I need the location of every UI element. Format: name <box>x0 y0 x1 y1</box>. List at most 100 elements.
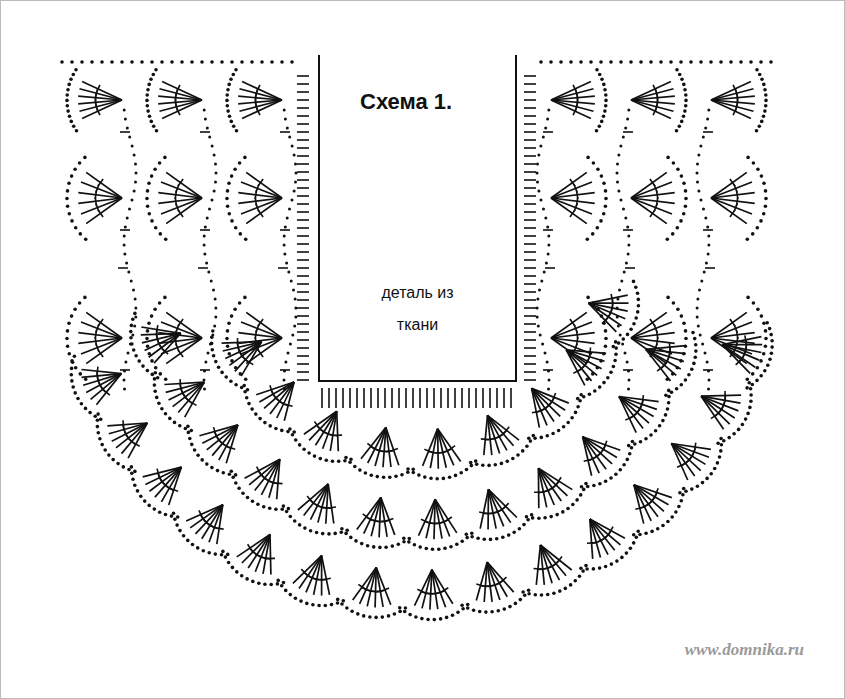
double-crochet <box>246 172 282 198</box>
single-crochet <box>433 388 435 408</box>
double-crochet <box>540 545 544 585</box>
single-crochet <box>623 131 633 133</box>
chain-dot <box>226 553 230 557</box>
chain-dot <box>727 436 731 440</box>
chain-dot <box>770 352 774 356</box>
chain-dot <box>225 197 229 201</box>
chain-dot <box>213 190 216 193</box>
single-crochet <box>524 83 536 85</box>
stitch-bar <box>481 438 490 440</box>
chain-dot <box>289 515 293 519</box>
single-crochet <box>524 355 536 357</box>
chain-dot <box>420 617 424 621</box>
single-crochet <box>524 163 536 165</box>
single-crochet <box>705 267 715 269</box>
chain-dot <box>204 226 207 229</box>
chain-dot <box>627 109 630 112</box>
stitch-bar <box>307 496 313 503</box>
chain-dot <box>461 607 465 611</box>
chain-dot <box>344 532 348 536</box>
chain-dot <box>127 468 131 472</box>
chain-dot <box>232 73 236 77</box>
chain-dot <box>759 359 763 363</box>
chain-dot <box>682 322 686 326</box>
chain-dot <box>527 592 531 596</box>
double-crochet <box>155 467 182 497</box>
chain-dot <box>362 614 366 618</box>
chain-dot <box>529 439 533 443</box>
chain-dot <box>537 154 540 157</box>
double-crochet <box>532 388 547 425</box>
chain-dot <box>294 596 298 600</box>
chain-dot <box>459 471 463 475</box>
chain-dot <box>70 174 74 178</box>
chain-dot <box>650 530 654 534</box>
single-crochet <box>297 251 309 253</box>
chain-dot <box>602 83 606 87</box>
chain-dot <box>521 590 525 594</box>
chart-heading: Схема 1. <box>360 89 452 115</box>
double-crochet <box>589 303 617 332</box>
chain-dot <box>66 104 70 108</box>
double-crochet <box>419 499 436 535</box>
chain-dot <box>293 325 296 328</box>
chain-dot <box>286 430 290 434</box>
chain-dot <box>624 352 627 355</box>
chain-dot <box>614 340 618 344</box>
chain-dot <box>697 190 700 193</box>
chain-dot <box>234 481 238 485</box>
chain-dot <box>670 515 674 519</box>
chain-dot <box>229 78 233 82</box>
chain-dot <box>372 545 376 549</box>
double-crochet <box>487 562 492 602</box>
double-crochet <box>722 345 750 374</box>
chain-dot <box>247 402 251 406</box>
double-crochet <box>81 322 122 338</box>
chain-dot <box>230 314 234 318</box>
chain-dot <box>170 514 174 518</box>
single-crochet <box>297 323 309 325</box>
chain-dot <box>472 608 476 612</box>
single-crochet <box>297 171 309 173</box>
chain-dot <box>153 168 157 172</box>
chain-dot <box>190 429 194 433</box>
chain-dot <box>707 244 710 247</box>
double-crochet <box>711 82 751 101</box>
chain-dot <box>476 537 480 541</box>
chain-dot <box>769 60 773 64</box>
chain-dot <box>302 448 306 452</box>
double-crochet <box>241 182 282 198</box>
chain-dot <box>667 389 671 393</box>
single-crochet <box>297 283 309 285</box>
chain-dot <box>319 457 323 461</box>
chain-dot <box>337 460 341 464</box>
double-crochet <box>81 182 122 198</box>
chain-dot <box>769 333 773 337</box>
chain-dot <box>448 476 452 480</box>
stitch-bar <box>532 411 541 413</box>
chain-dot <box>212 354 216 358</box>
chain-dot <box>237 487 241 491</box>
chain-dot <box>70 314 74 318</box>
chain-dot <box>150 60 154 64</box>
stitch-bar <box>730 179 735 186</box>
chain-dot <box>70 120 74 124</box>
chain-dot <box>230 60 234 64</box>
chain-dot <box>289 343 292 346</box>
chain-dot <box>623 271 626 274</box>
chain-dot <box>284 361 287 364</box>
chain-dot <box>207 271 210 274</box>
chain-dot <box>760 120 764 124</box>
chain-dot <box>559 60 563 64</box>
chain-dot <box>225 99 229 103</box>
chain-dot <box>368 615 372 619</box>
chain-dot <box>260 60 264 64</box>
chain-dot <box>696 298 699 301</box>
chain-dot <box>541 343 544 346</box>
chain-dot <box>598 566 602 570</box>
chain-dot <box>88 411 92 415</box>
stitch-bar <box>179 379 181 388</box>
chain-dot <box>134 181 137 184</box>
chain-dot <box>609 476 613 480</box>
chain-dot <box>622 463 626 467</box>
